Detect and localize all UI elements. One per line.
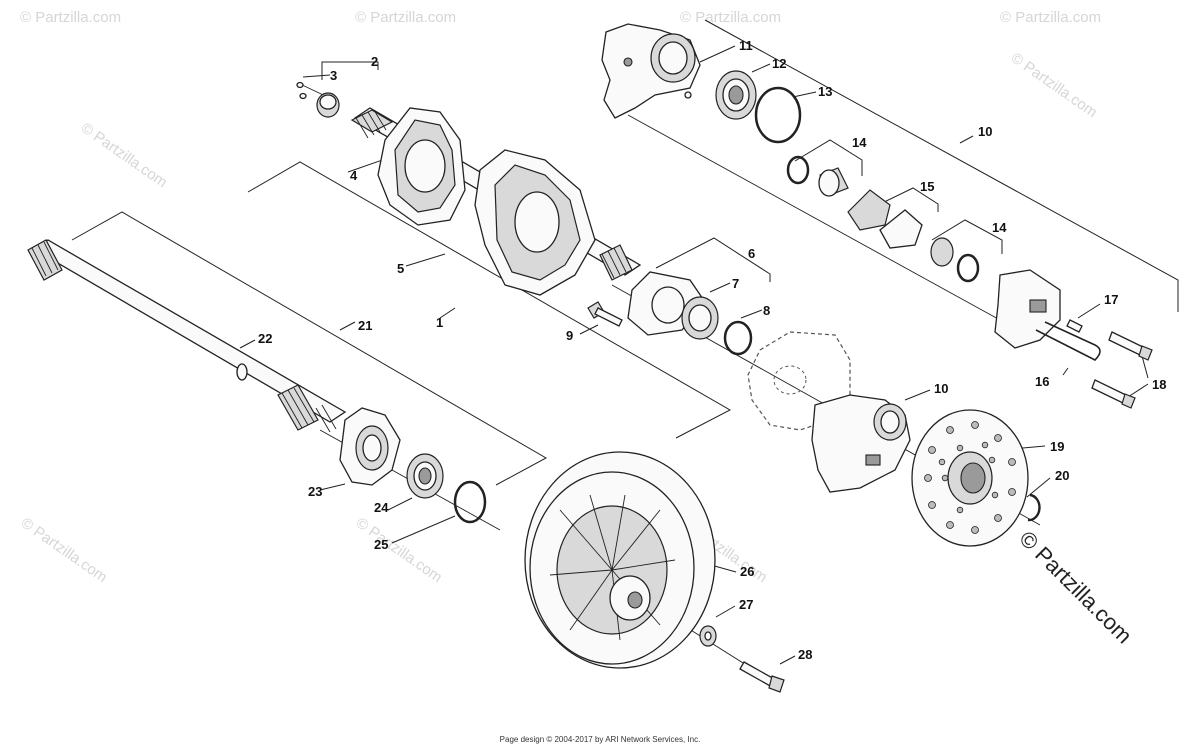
part-8-ring bbox=[723, 320, 753, 356]
callout-21: 21 bbox=[358, 318, 372, 333]
part-2-bearing-cap bbox=[316, 92, 340, 118]
part-27-washer bbox=[699, 625, 717, 647]
callout-12: 12 bbox=[772, 56, 786, 71]
part-26-driven-clutch bbox=[524, 451, 716, 669]
part-10-caliper-right bbox=[994, 269, 1061, 349]
callout-14-top: 14 bbox=[852, 135, 867, 150]
callout-23: 23 bbox=[308, 484, 322, 499]
watermark-text: © Partzilla.com bbox=[353, 514, 446, 586]
part-28-bolt bbox=[739, 661, 785, 693]
callout-10-lower: 10 bbox=[934, 381, 948, 396]
callout-3: 3 bbox=[330, 68, 337, 83]
part-7-seal bbox=[681, 296, 719, 340]
callout-11: 11 bbox=[739, 38, 753, 53]
callout-labels: 1 2 3 4 5 6 7 8 9 10 10 11 12 13 14 14 1… bbox=[258, 38, 1166, 662]
callout-16: 16 bbox=[1035, 374, 1049, 389]
part-4-5-drive-shaft bbox=[350, 107, 642, 296]
watermark-text: © Partzilla.com bbox=[1008, 49, 1101, 121]
part-24-bearing bbox=[406, 453, 444, 499]
watermark-text: © Partzilla.com bbox=[20, 9, 121, 26]
page-footer: Page design © 2004-2017 by ARI Network S… bbox=[499, 735, 701, 744]
part-13-o-ring bbox=[754, 86, 802, 144]
callout-7: 7 bbox=[732, 276, 739, 291]
callout-8: 8 bbox=[763, 303, 770, 318]
callout-9: 9 bbox=[566, 328, 573, 343]
callout-19: 19 bbox=[1050, 439, 1064, 454]
callout-5: 5 bbox=[397, 261, 404, 276]
callout-20: 20 bbox=[1055, 468, 1069, 483]
callout-28: 28 bbox=[798, 647, 812, 662]
part-18-bolts bbox=[1091, 331, 1153, 409]
part-9-bolt bbox=[587, 301, 623, 327]
part-23-bearing-flange bbox=[339, 407, 401, 486]
callout-4: 4 bbox=[350, 168, 358, 183]
watermark-text: © Partzilla.com bbox=[78, 119, 171, 191]
part-3-clip bbox=[296, 81, 307, 100]
part-14-bushings bbox=[786, 155, 980, 283]
callout-24: 24 bbox=[374, 500, 389, 515]
callout-6: 6 bbox=[748, 246, 755, 261]
watermark-text-large: © Partzilla.com bbox=[1014, 526, 1137, 649]
part-22-jackshaft bbox=[27, 239, 347, 433]
watermark-text: © Partzilla.com bbox=[1000, 9, 1101, 26]
callout-22: 22 bbox=[258, 331, 272, 346]
callout-18: 18 bbox=[1152, 377, 1166, 392]
callout-26: 26 bbox=[740, 564, 754, 579]
callout-13: 13 bbox=[818, 84, 832, 99]
part-15-brake-pads bbox=[847, 189, 923, 249]
watermark-text: © Partzilla.com bbox=[680, 9, 781, 26]
part-10-caliper-lower bbox=[811, 394, 911, 493]
callout-25: 25 bbox=[374, 537, 388, 552]
callout-17: 17 bbox=[1104, 292, 1118, 307]
part-25-ring bbox=[453, 480, 487, 524]
part-12-bearing bbox=[715, 70, 757, 120]
callout-10-top: 10 bbox=[978, 124, 992, 139]
watermark-text: © Partzilla.com bbox=[355, 9, 456, 26]
part-17-pin bbox=[1066, 319, 1083, 333]
part-20-snap-ring bbox=[1027, 493, 1041, 522]
callout-1: 1 bbox=[436, 315, 443, 330]
part-10-caliper-top bbox=[601, 23, 701, 119]
callout-27: 27 bbox=[739, 597, 753, 612]
callout-2: 2 bbox=[371, 54, 378, 69]
callout-14-lower: 14 bbox=[992, 220, 1007, 235]
watermark-text: © Partzilla.com bbox=[18, 514, 111, 586]
part-19-brake-disc bbox=[911, 409, 1029, 547]
callout-15: 15 bbox=[920, 179, 934, 194]
part-16-clip bbox=[1035, 321, 1101, 361]
